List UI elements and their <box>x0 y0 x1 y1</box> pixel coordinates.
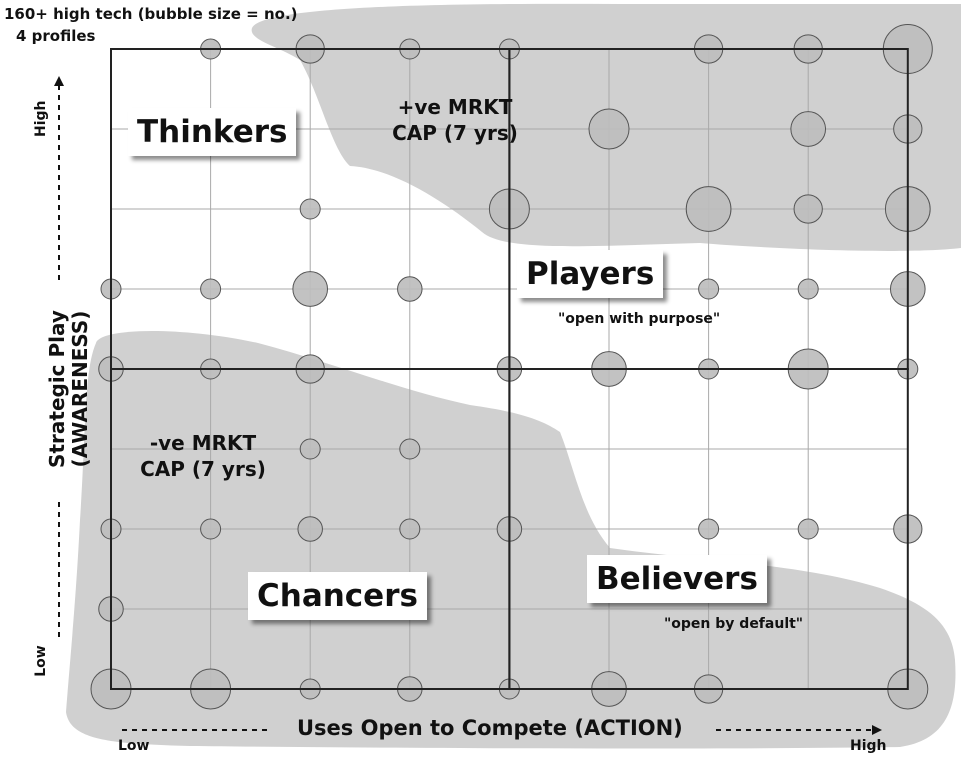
x-axis-arrowhead <box>872 725 882 735</box>
believers-tagline: "open by default" <box>664 616 804 632</box>
bubble-point <box>685 186 732 232</box>
bubble-point <box>698 518 720 540</box>
y-axis-title: Strategic Play (AWARENESS) <box>45 269 92 509</box>
bubble-point <box>299 198 321 220</box>
bubble-point <box>292 271 329 307</box>
negative-market-cap-line-1: -ve MRKT <box>149 431 257 455</box>
y-axis-low-label: Low <box>33 645 49 677</box>
subtitle-line-1: 160+ high tech (bubble size = no.) <box>4 5 298 23</box>
positive-market-cap-line-2: CAP (7 yrs) <box>392 121 518 145</box>
bubble-point <box>797 278 819 300</box>
bubble-point <box>399 438 421 460</box>
x-axis-low-label: Low <box>118 738 150 754</box>
positive-market-cap-label: +ve MRKT CAP (7 yrs) <box>380 94 530 146</box>
quadrant-label-players: Players <box>517 250 664 298</box>
bubble-point <box>793 194 823 224</box>
bubble-point <box>200 278 222 300</box>
x-axis-high-label: High <box>850 738 887 754</box>
quadrant-label-thinkers: Thinkers <box>128 108 297 156</box>
quadrant-label-chancers: Chancers <box>248 572 427 620</box>
bubble-point <box>790 111 827 147</box>
players-tagline: "open with purpose" <box>558 311 721 327</box>
positive-market-cap-line-1: +ve MRKT <box>397 95 513 119</box>
bubble-point <box>297 516 323 542</box>
axis-arrows <box>54 76 882 735</box>
bubble-point <box>399 518 421 540</box>
y-axis-high-label: High <box>33 100 49 137</box>
negative-market-cap-line-2: CAP (7 yrs) <box>140 457 266 481</box>
y-axis-arrowhead <box>54 76 64 86</box>
subtitle-line-2: 4 profiles <box>16 27 96 45</box>
bubble-point <box>797 518 819 540</box>
negative-market-cap-label: -ve MRKT CAP (7 yrs) <box>128 430 278 482</box>
bubble-point <box>397 276 423 302</box>
quadrant-label-believers: Believers <box>587 555 767 603</box>
quadrant-frame-believers <box>508 368 909 690</box>
bubble-point <box>698 278 720 300</box>
y-axis-title-line-1: Strategic Play <box>45 310 69 468</box>
bubble-point <box>588 108 630 150</box>
y-axis-title-line-2: (AWARENESS) <box>68 310 92 468</box>
bubble-point <box>200 518 222 540</box>
bubble-point <box>299 438 321 460</box>
x-axis-title: Uses Open to Compete (ACTION) <box>297 716 683 740</box>
frame-layer <box>110 48 909 690</box>
